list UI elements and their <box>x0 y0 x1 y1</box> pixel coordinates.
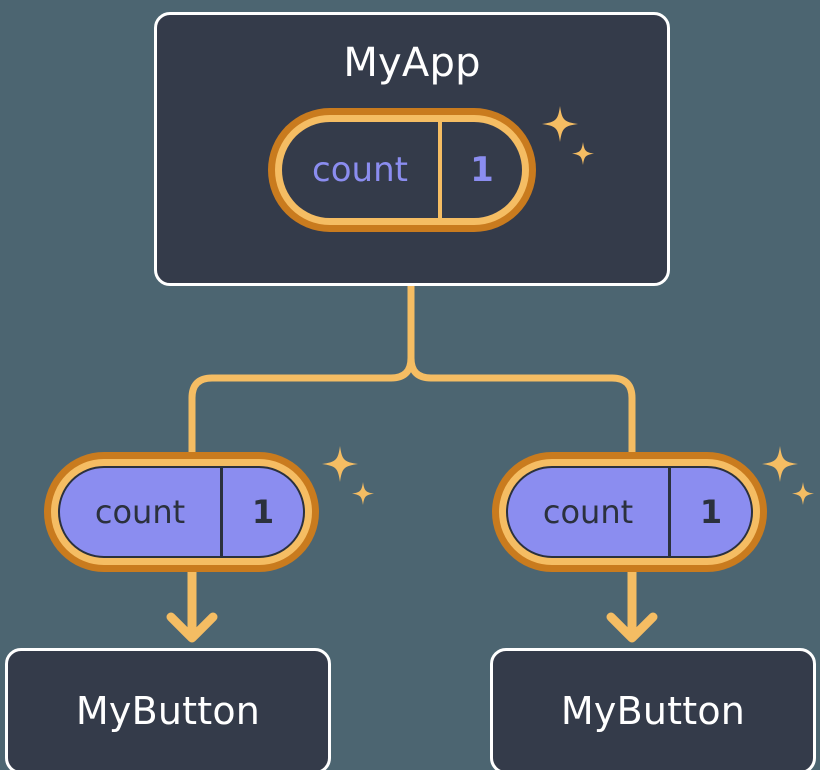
state-key-label: count <box>312 150 408 190</box>
sparkle-icon <box>762 446 814 505</box>
state-value-label: 1 <box>470 150 494 190</box>
sparkle-icon <box>322 446 374 505</box>
node-label: MyButton <box>560 689 746 733</box>
node-card-mybutton-right[interactable]: MyButton <box>490 648 816 770</box>
connector-tree-path <box>188 282 415 474</box>
node-label: MyButton <box>75 689 261 733</box>
state-pill-right[interactable]: count 1 <box>492 452 767 572</box>
pill-outer-ring: count 1 <box>268 108 536 232</box>
pill-outer-ring: count 1 <box>492 452 767 572</box>
pill-inner-ring: count 1 <box>51 459 312 565</box>
page-title: MyApp <box>343 40 481 86</box>
pill-body: count 1 <box>58 466 305 558</box>
pill-outer-ring: count 1 <box>44 452 319 572</box>
arrow-head-left <box>166 612 218 643</box>
state-pill-myapp[interactable]: count 1 <box>268 108 536 232</box>
arrow-head-right <box>606 612 658 643</box>
node-card-mybutton-left[interactable]: MyButton <box>5 648 331 770</box>
pill-inner-ring: count 1 <box>499 459 760 565</box>
pill-divider <box>438 122 442 218</box>
state-value-label: 1 <box>699 493 723 531</box>
pill-divider <box>220 468 223 556</box>
pill-inner-ring: count 1 <box>275 115 529 225</box>
pill-body: count 1 <box>506 466 753 558</box>
state-key-label: count <box>94 493 186 531</box>
pill-body: count 1 <box>282 122 522 218</box>
state-key-label: count <box>542 493 634 531</box>
state-value-label: 1 <box>251 493 275 531</box>
pill-divider <box>668 468 671 556</box>
state-pill-left[interactable]: count 1 <box>44 452 319 572</box>
